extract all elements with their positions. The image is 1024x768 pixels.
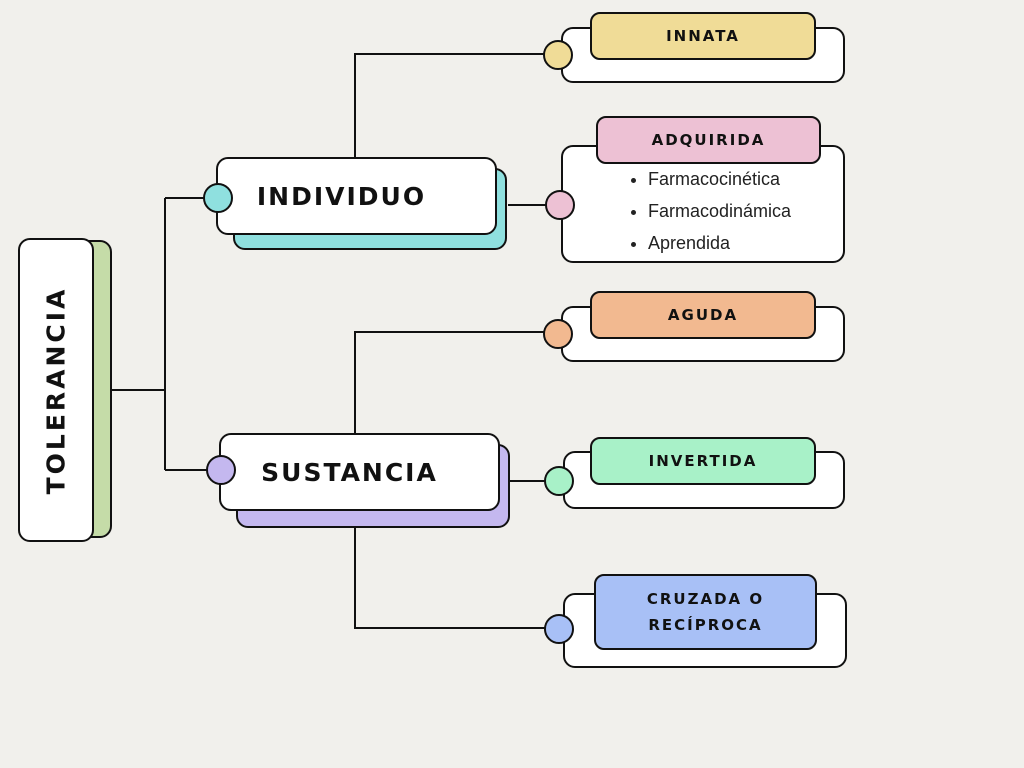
- innata-label-box: INNATA: [590, 12, 816, 60]
- sustancia-node: SUSTANCIA: [219, 433, 500, 511]
- sustancia-node-label: SUSTANCIA: [261, 457, 438, 487]
- connector-sustancia-cruzada: [354, 525, 546, 629]
- list-item: Farmacocinética: [648, 163, 791, 195]
- cruzada-connector-dot: [544, 614, 574, 644]
- innata-label: INNATA: [666, 27, 740, 45]
- adquirida-label-box: ADQUIRIDA: [596, 116, 821, 164]
- adquirida-card: [561, 145, 845, 263]
- connector-root-branches: [110, 197, 207, 471]
- adquirida-label: ADQUIRIDA: [651, 131, 766, 149]
- list-item: Farmacodinámica: [648, 195, 791, 227]
- list-item: Aprendida: [648, 227, 791, 259]
- root-node-label: TOLERANCIA: [41, 286, 71, 494]
- individuo-connector-dot: [203, 183, 233, 213]
- invertida-connector-dot: [544, 466, 574, 496]
- aguda-connector-dot: [543, 319, 573, 349]
- connector-sustancia-aguda: [354, 331, 545, 435]
- aguda-label: AGUDA: [667, 306, 739, 324]
- adquirida-connector-dot: [545, 190, 575, 220]
- individuo-node: INDIVIDUO: [216, 157, 497, 235]
- connector-individuo-innata: [354, 53, 545, 158]
- adquirida-list: Farmacocinética Farmacodinámica Aprendid…: [628, 163, 791, 259]
- aguda-label-box: AGUDA: [590, 291, 816, 339]
- sustancia-connector-dot: [206, 455, 236, 485]
- invertida-label: INVERTIDA: [648, 452, 758, 470]
- individuo-node-label: INDIVIDUO: [256, 181, 427, 211]
- cruzada-label: CRUZADA O RECÍPROCA: [646, 590, 765, 634]
- invertida-label-box: INVERTIDA: [590, 437, 816, 485]
- innata-connector-dot: [543, 40, 573, 70]
- root-node: TOLERANCIA: [18, 238, 94, 542]
- cruzada-label-box: CRUZADA O RECÍPROCA: [594, 574, 817, 650]
